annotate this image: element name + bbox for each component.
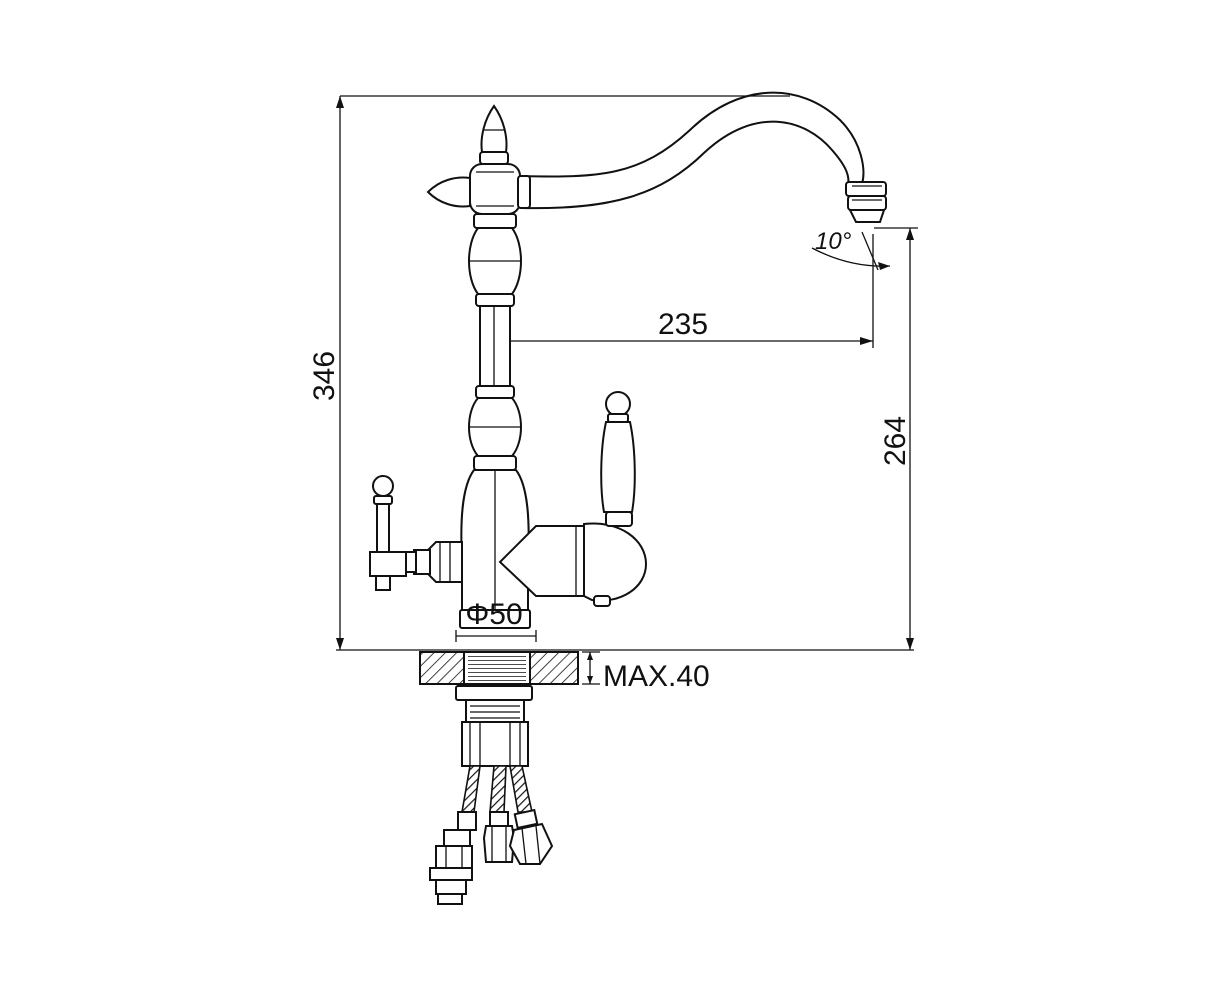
side-finial: [426, 176, 471, 208]
angle-indicator: [811, 231, 891, 271]
faucet-column: [468, 213, 522, 471]
dimension-max40: [582, 651, 600, 685]
top-finial: [479, 104, 509, 165]
countertop-section: [419, 651, 579, 685]
hose-right: [508, 765, 554, 865]
left-valve: [403, 541, 463, 583]
dimension-264: [874, 227, 918, 650]
spout-hub: [469, 163, 531, 215]
base-ring: [455, 609, 537, 642]
hose-left: [429, 765, 481, 905]
spout: [519, 91, 887, 223]
right-valve: [498, 522, 648, 607]
angle-label: 10°: [815, 228, 852, 255]
dimension-235-label: 235: [658, 308, 708, 341]
right-lever-handle[interactable]: [600, 391, 636, 527]
max40-label: MAX.40: [603, 660, 710, 693]
mounting-nut: [461, 721, 529, 767]
left-lever-handle[interactable]: [369, 475, 407, 591]
dimension-346-label: 346: [308, 351, 341, 401]
dimension-264-label: 264: [879, 416, 912, 466]
faucet-body: [460, 469, 530, 611]
dimension-346: [336, 95, 790, 650]
hose-center: [482, 765, 516, 863]
diameter-label: Φ50: [465, 598, 522, 631]
mounting-shank: [455, 685, 533, 723]
